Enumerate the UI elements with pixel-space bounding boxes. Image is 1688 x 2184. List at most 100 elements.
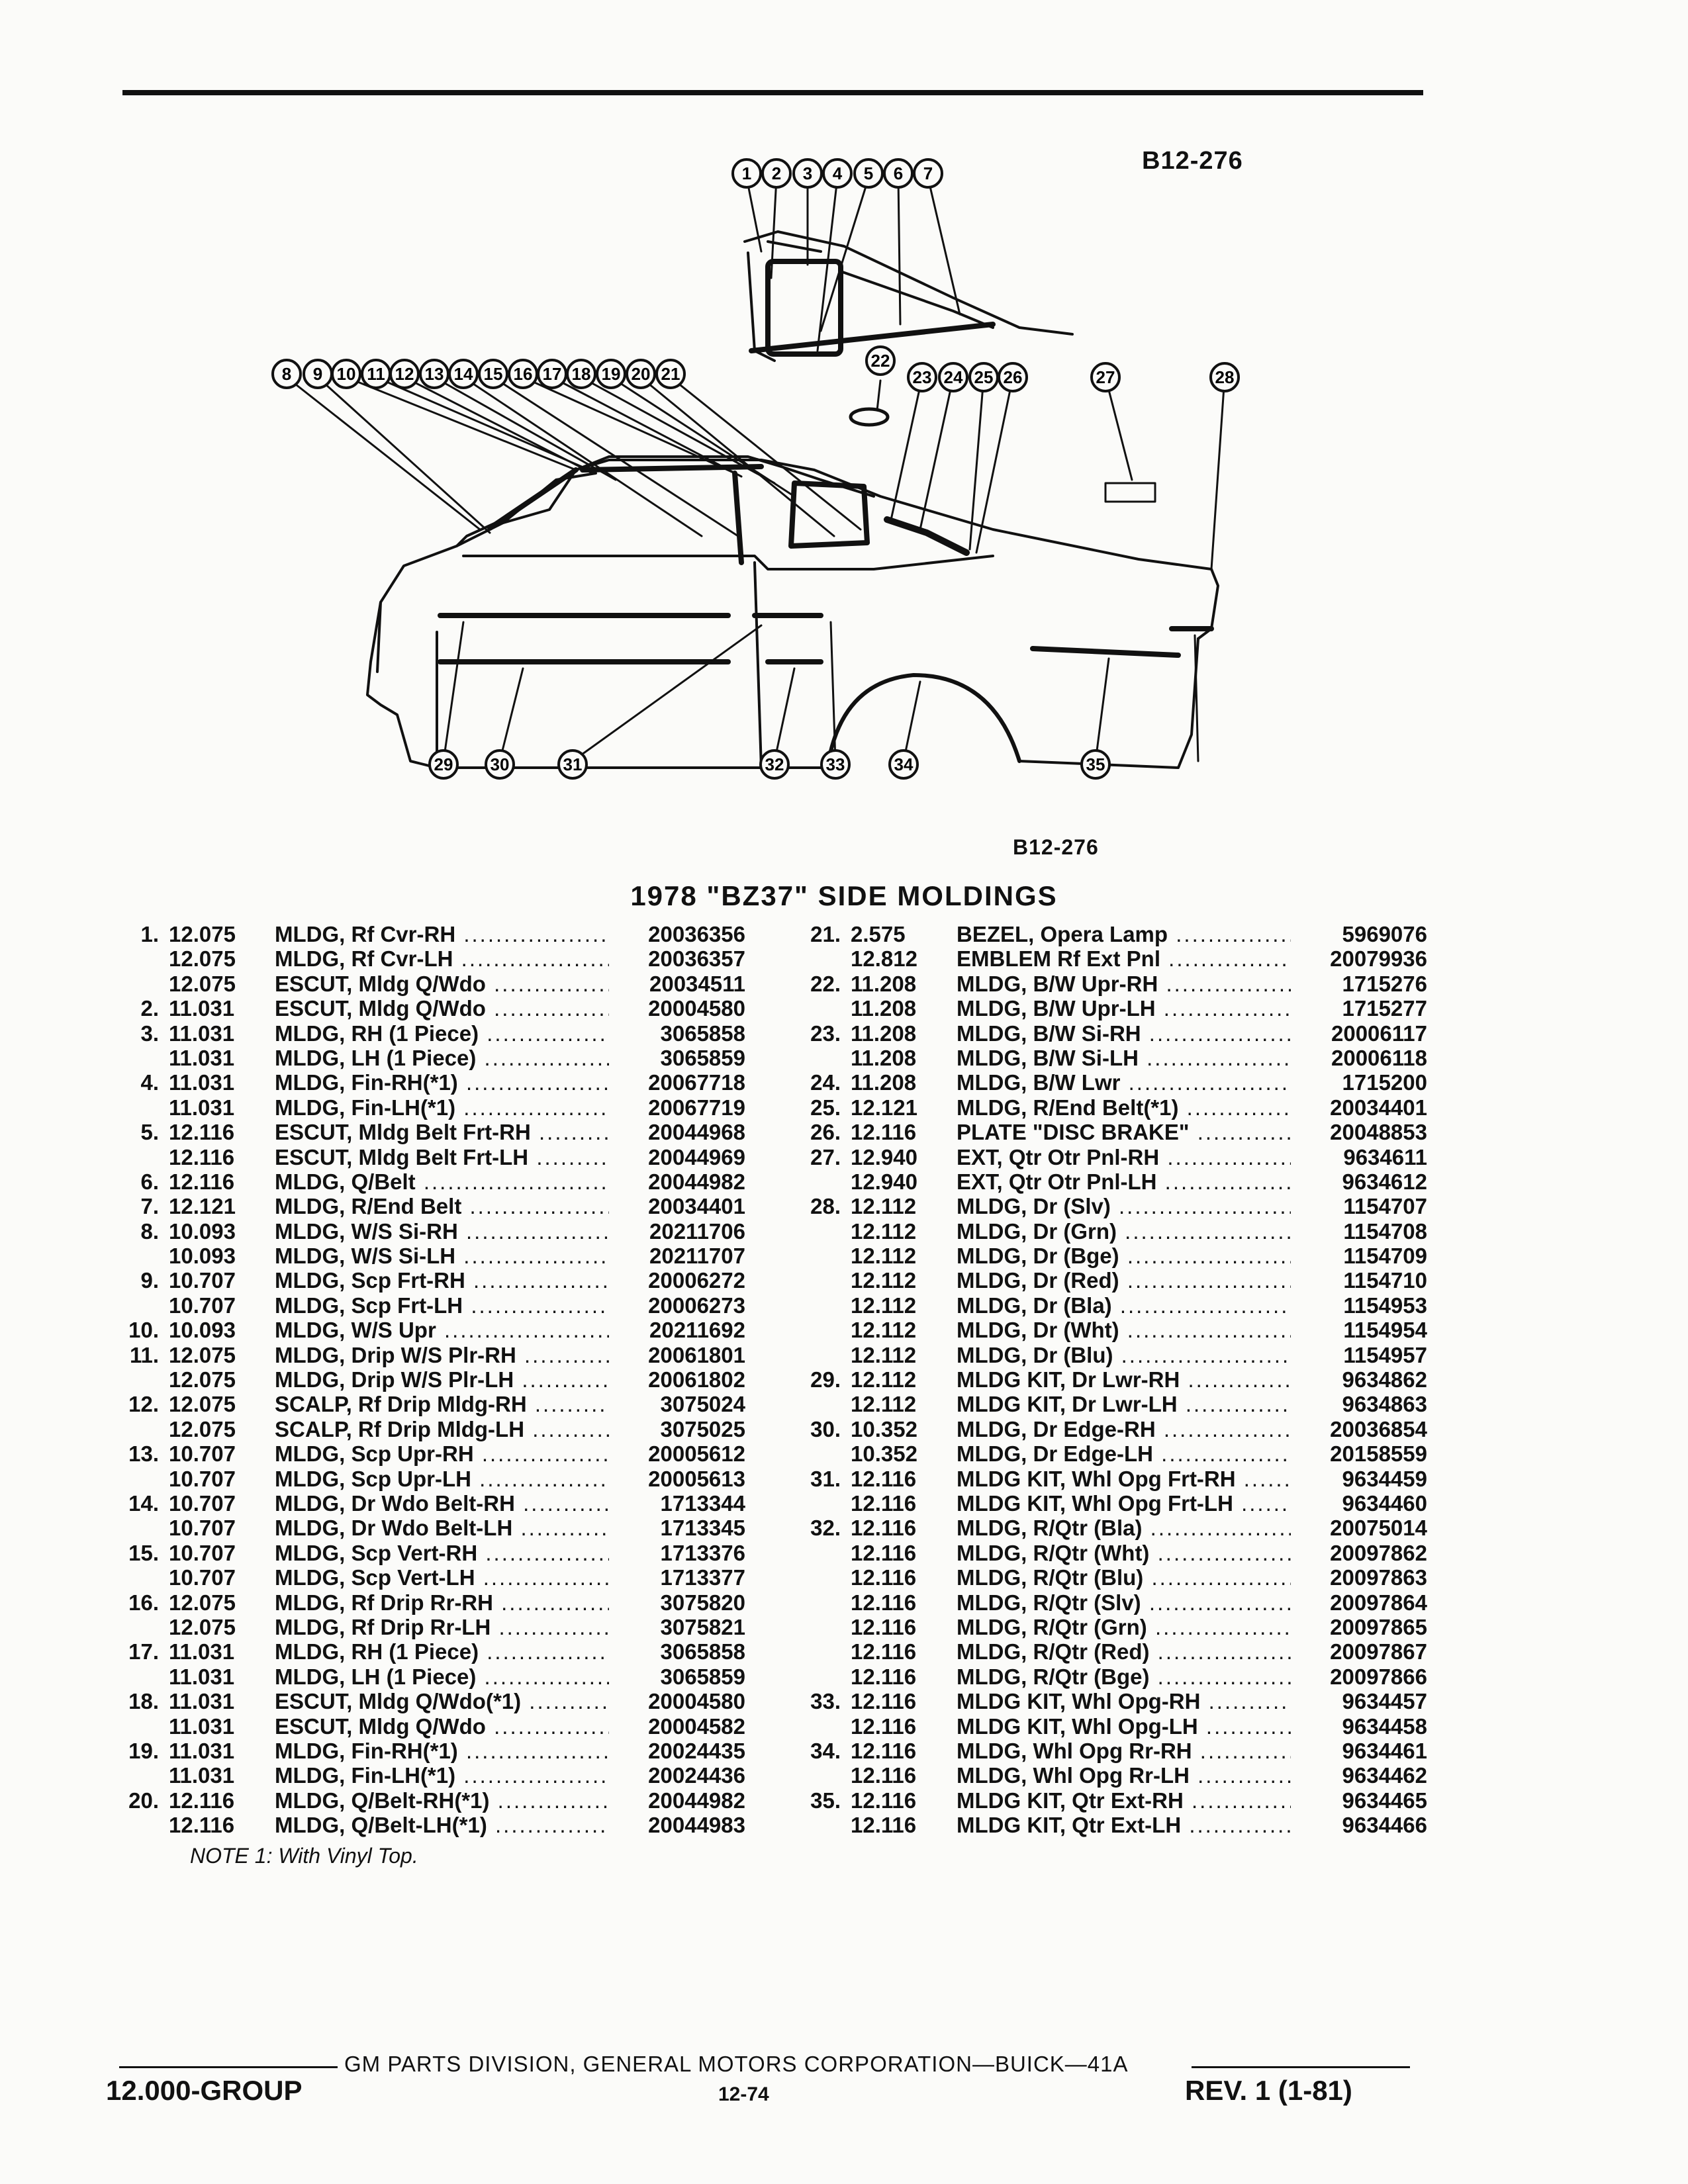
callout-label: 26 xyxy=(1004,367,1023,387)
callout-33: 33 xyxy=(820,749,851,780)
footnote: NOTE 1: With Vinyl Top. xyxy=(190,1844,418,1868)
part-description: MLDG, B/W Si-LH xyxy=(957,1046,1400,1071)
part-description: MLDG, Dr Edge-RH xyxy=(957,1417,1400,1442)
group-number: 11.031 xyxy=(169,1045,235,1070)
group-number: 12.116 xyxy=(851,1516,917,1541)
part-description: MLDG, LH (1 Piece) xyxy=(275,1046,718,1071)
part-number: 20097862 xyxy=(1291,1540,1427,1566)
item-number: 26. xyxy=(810,1120,841,1145)
part-description: MLDG, Dr (Blu) xyxy=(957,1343,1400,1368)
part-description: MLDG, Fin-RH(*1) xyxy=(275,1070,718,1095)
part-number: 9634612 xyxy=(1291,1169,1427,1195)
part-description: MLDG, R/Qtr (Blu) xyxy=(957,1565,1400,1590)
callout-12: 12 xyxy=(389,359,420,389)
part-description: MLDG, B/W Upr-LH xyxy=(957,996,1400,1021)
part-number: 3075820 xyxy=(609,1590,745,1615)
callout-26: 26 xyxy=(998,362,1028,392)
group-number: 10.707 xyxy=(169,1490,236,1516)
callout-label: 4 xyxy=(833,163,843,183)
part-number: 20036854 xyxy=(1291,1416,1427,1442)
part-number: 3065858 xyxy=(609,1639,745,1665)
callout-11: 11 xyxy=(361,359,391,389)
part-description: MLDG, Dr (Grn) xyxy=(957,1219,1400,1244)
group-number: 11.208 xyxy=(851,996,917,1021)
callout-label: 28 xyxy=(1215,367,1235,387)
callout-31: 31 xyxy=(557,749,588,780)
item-number: 9. xyxy=(140,1268,159,1293)
callout-label: 24 xyxy=(944,367,963,387)
part-number: 20006272 xyxy=(609,1268,745,1294)
group-number: 12.116 xyxy=(169,1144,235,1169)
part-description: SCALP, Rf Drip Mldg-RH xyxy=(275,1392,718,1417)
part-number: 3065859 xyxy=(609,1045,745,1071)
part-number: 3065859 xyxy=(609,1664,745,1690)
group-number: 10.707 xyxy=(169,1516,236,1541)
part-number: 20097866 xyxy=(1291,1664,1427,1690)
group-number: 12.116 xyxy=(169,1120,235,1145)
part-description: MLDG, LH (1 Piece) xyxy=(275,1664,718,1690)
part-description: MLDG, Whl Opg Rr-LH xyxy=(957,1763,1400,1788)
part-number: 9634457 xyxy=(1291,1689,1427,1715)
part-number: 20034401 xyxy=(609,1194,745,1220)
footer-rule-left xyxy=(119,2066,338,2068)
callout-label: 30 xyxy=(491,754,510,774)
group-number: 12.116 xyxy=(851,1813,917,1838)
part-number: 1713345 xyxy=(609,1516,745,1541)
part-number: 20044983 xyxy=(609,1813,745,1839)
group-number: 10.093 xyxy=(169,1218,236,1244)
group-number: 12.116 xyxy=(851,1540,917,1565)
part-number: 20004580 xyxy=(609,1689,745,1715)
group-number: 12.116 xyxy=(851,1713,917,1739)
callout-circle xyxy=(888,749,919,780)
group-number: 12.116 xyxy=(169,1788,235,1813)
callout-label: 34 xyxy=(894,754,914,774)
part-number: 9634466 xyxy=(1291,1813,1427,1839)
part-number: 20006273 xyxy=(609,1293,745,1318)
group-number: 11.208 xyxy=(851,971,917,996)
group-number: 12.075 xyxy=(169,1416,236,1441)
footer-publisher: GM PARTS DIVISION, GENERAL MOTORS CORPOR… xyxy=(344,2052,1129,2076)
top-rule xyxy=(122,90,1423,95)
callout-label: 7 xyxy=(923,163,933,183)
callout-circle xyxy=(626,359,656,389)
callout-5: 5 xyxy=(853,158,884,189)
part-number: 20061802 xyxy=(609,1367,745,1393)
part-description: MLDG, Dr Edge-LH xyxy=(957,1441,1400,1467)
part-description: MLDG KIT, Whl Opg-LH xyxy=(957,1714,1400,1739)
item-number: 32. xyxy=(810,1516,841,1541)
callout-17: 17 xyxy=(537,359,567,389)
part-number: 9634863 xyxy=(1291,1392,1427,1418)
part-number: 20211706 xyxy=(609,1218,745,1244)
callout-18: 18 xyxy=(566,359,596,389)
part-number: 20044969 xyxy=(609,1144,745,1170)
callout-circle xyxy=(822,158,853,189)
group-number: 12.075 xyxy=(169,971,236,996)
part-description: MLDG, Dr (Red) xyxy=(957,1268,1400,1293)
callout-16: 16 xyxy=(508,359,538,389)
group-number: 11.031 xyxy=(169,1738,235,1763)
diagram-reference-top: B12-276 xyxy=(1142,147,1243,175)
part-description: BEZEL, Opera Lamp xyxy=(957,922,1400,947)
part-number: 1154953 xyxy=(1291,1293,1427,1318)
item-number: 25. xyxy=(810,1095,841,1120)
callout-22: 22 xyxy=(865,345,896,376)
part-description: ESCUT, Mldg Q/Wdo xyxy=(275,972,718,997)
part-description: MLDG, Drip W/S Plr-RH xyxy=(275,1343,718,1368)
group-number: 12.116 xyxy=(169,1813,235,1838)
item-number: 31. xyxy=(810,1466,841,1491)
callout-label: 27 xyxy=(1096,367,1115,387)
group-number: 12.112 xyxy=(851,1293,917,1318)
callout-label: 25 xyxy=(974,367,994,387)
part-description: SCALP, Rf Drip Mldg-LH xyxy=(275,1417,718,1442)
part-number: 20211707 xyxy=(609,1244,745,1269)
part-description: MLDG, Dr (Bla) xyxy=(957,1293,1400,1318)
part-number: 1713377 xyxy=(609,1565,745,1591)
group-number: 12.075 xyxy=(169,1367,236,1392)
callout-label: 8 xyxy=(282,364,291,384)
group-number: 10.352 xyxy=(851,1416,917,1441)
part-number: 20097865 xyxy=(1291,1614,1427,1640)
group-number: 11.208 xyxy=(851,1021,917,1046)
part-number: 9634465 xyxy=(1291,1788,1427,1813)
group-number: 11.031 xyxy=(169,1664,235,1689)
